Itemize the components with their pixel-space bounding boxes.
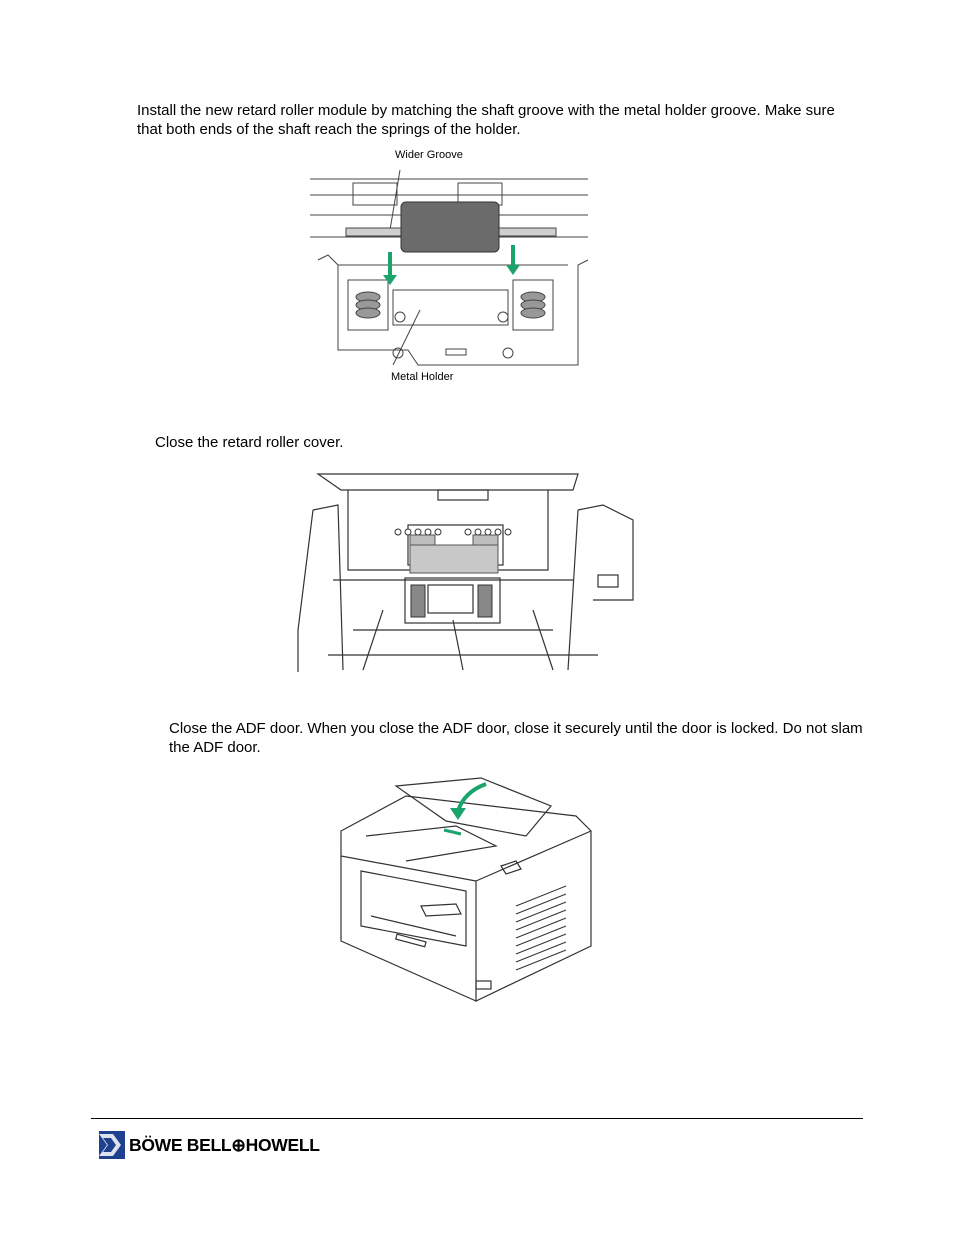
roller-cover-closed-illustration <box>297 473 634 672</box>
logo-mark-icon <box>99 1131 125 1159</box>
logo-wordmark: BÖWE BELL⊕HOWELL <box>129 1134 320 1155</box>
metal-holder-label: Metal Holder <box>391 371 454 383</box>
step-close-cover-text: Close the retard roller cover. <box>155 434 344 451</box>
wider-groove-label: Wider Groove <box>395 149 463 161</box>
roller-install-illustration <box>310 169 589 366</box>
step-close-adf-text: Close the ADF door. When you close the A… <box>169 720 863 756</box>
company-logo: BÖWE BELL⊕HOWELL <box>99 1131 320 1159</box>
footer-rule <box>91 1118 863 1119</box>
adf-door-close-illustration <box>340 777 592 1002</box>
step-install-text: Install the new retard roller module by … <box>137 102 835 138</box>
